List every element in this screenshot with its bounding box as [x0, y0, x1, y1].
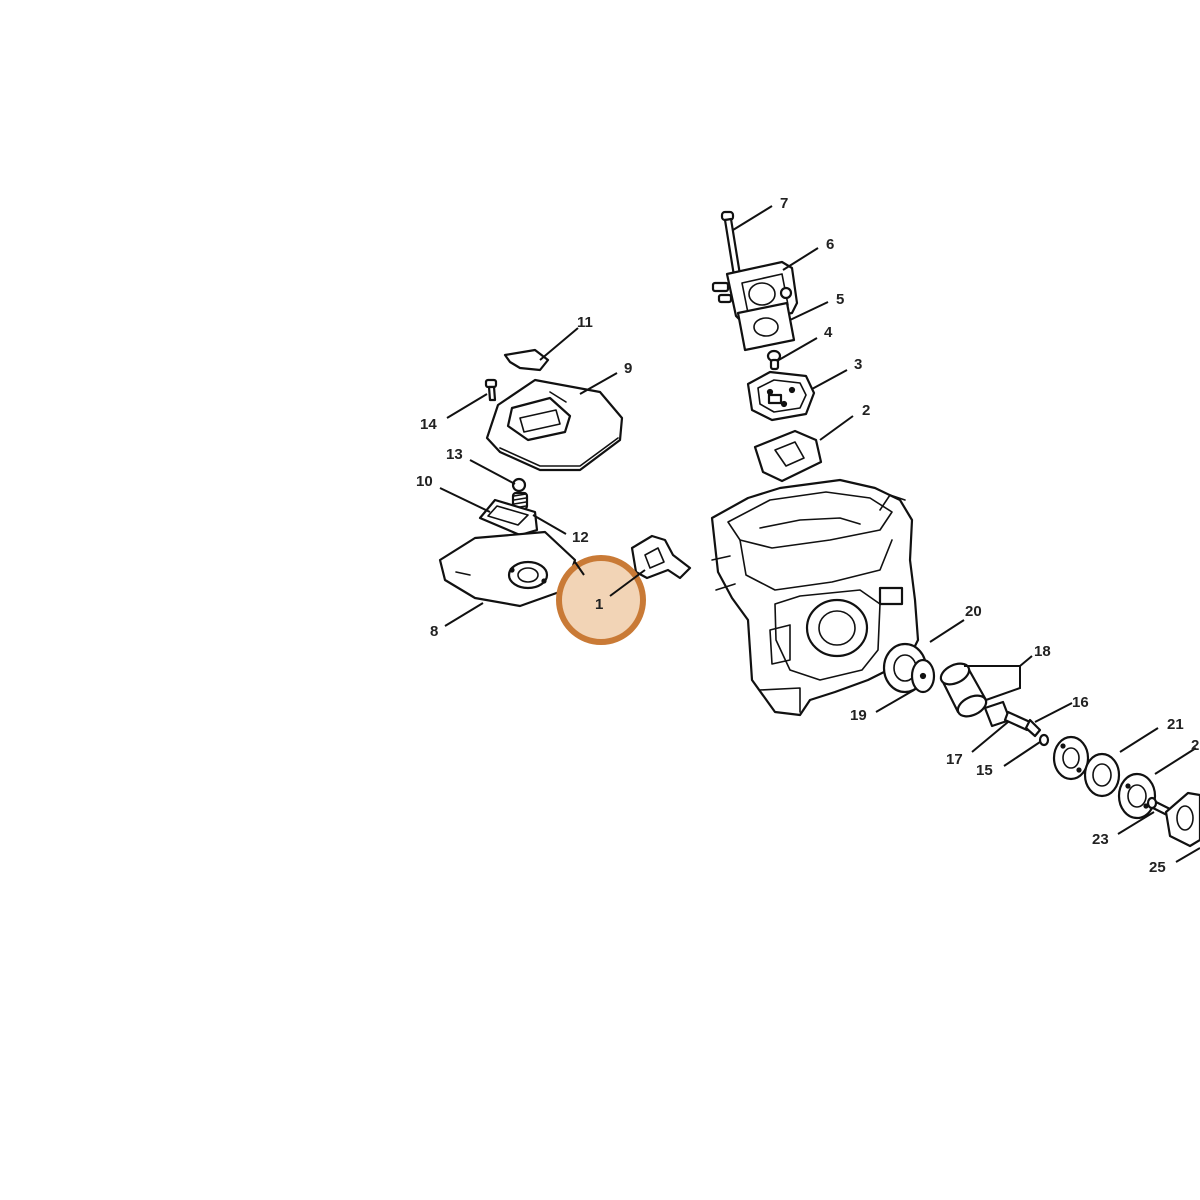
part-14-screw [484, 378, 498, 402]
part-11-tab [503, 348, 550, 372]
callout-22[interactable]: 2 [1191, 737, 1199, 754]
part-13-cap [511, 477, 527, 493]
part-21-diaphragm [1083, 752, 1121, 798]
callout-4[interactable]: 4 [824, 324, 833, 341]
callout-14[interactable]: 14 [420, 416, 437, 433]
callout-20[interactable]: 20 [965, 603, 982, 620]
callout-19[interactable]: 19 [850, 707, 867, 724]
callout-1[interactable]: 1 [595, 596, 603, 613]
callout-15[interactable]: 15 [976, 762, 993, 779]
callout-12[interactable]: 12 [572, 529, 589, 546]
part-4-fitting [766, 349, 782, 371]
callout-17[interactable]: 17 [946, 751, 963, 768]
callout-21[interactable]: 21 [1167, 716, 1184, 733]
part-16-pin [1003, 710, 1042, 738]
callout-11[interactable]: 11 [577, 314, 593, 331]
part-5-gasket [736, 301, 796, 352]
part-10-slider [478, 498, 539, 537]
callout-25[interactable]: 25 [1149, 859, 1166, 876]
callout-3[interactable]: 3 [854, 356, 862, 373]
part-2-gasket [753, 429, 823, 483]
part-15-washer [1038, 733, 1050, 747]
callout-2[interactable]: 2 [862, 402, 870, 419]
callout-6[interactable]: 6 [826, 236, 834, 253]
callout-8[interactable]: 8 [430, 623, 438, 640]
callout-5[interactable]: 5 [836, 291, 844, 308]
callout-7[interactable]: 7 [780, 195, 788, 212]
callout-16[interactable]: 16 [1072, 694, 1089, 711]
part-8-plate [438, 530, 577, 608]
part-18-filter [939, 662, 988, 718]
part-3-flange [746, 370, 816, 422]
highlight-part-1[interactable] [556, 555, 646, 645]
part-21-pump-body [1052, 735, 1090, 781]
part-22-cover [1117, 772, 1157, 820]
leader-lines [439, 205, 1200, 863]
part-25-cap [1164, 791, 1200, 848]
part-9-cover [485, 378, 624, 472]
callout-23[interactable]: 23 [1092, 831, 1109, 848]
callout-13[interactable]: 13 [446, 446, 463, 463]
main-crankcase-housing [710, 478, 920, 717]
callout-9[interactable]: 9 [624, 360, 632, 377]
part-1-bracket [630, 534, 692, 580]
callout-18[interactable]: 18 [1034, 643, 1051, 660]
part-19-plate [910, 658, 936, 694]
callout-10[interactable]: 10 [416, 473, 433, 490]
callout-labels: 7 6 5 4 3 2 11 9 14 13 10 12 8 1 20 18 1… [416, 195, 1199, 876]
